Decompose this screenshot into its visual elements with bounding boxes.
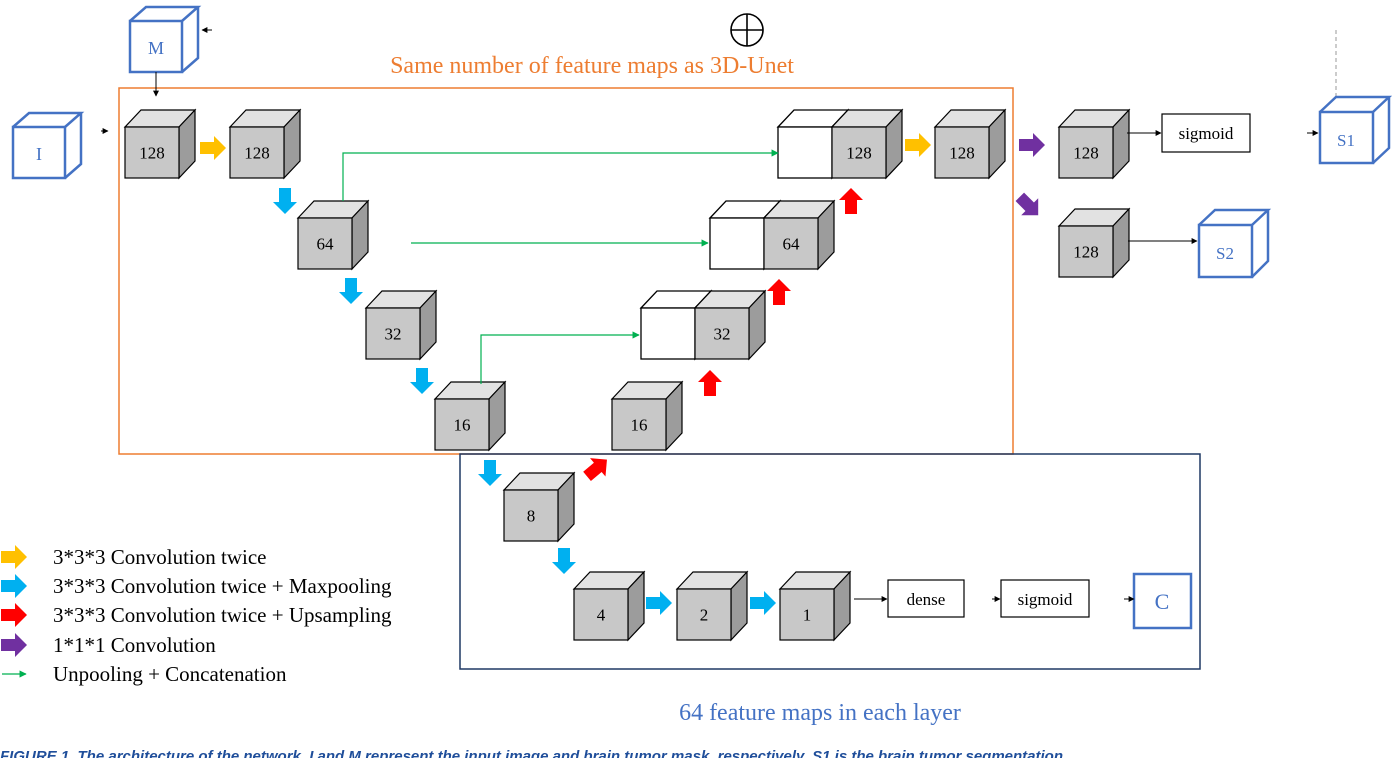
cube-label: 128 <box>1073 243 1099 262</box>
svg-text:I: I <box>36 144 42 164</box>
legend-label: Unpooling + Concatenation <box>53 662 287 686</box>
sigmoid-c-box: sigmoid <box>1000 579 1090 618</box>
cyan-arrow-icon <box>410 368 434 394</box>
output-s2-cube: S2 <box>1197 208 1272 279</box>
feature-map-cube: 128 <box>123 108 197 180</box>
legend-label: 1*1*1 Convolution <box>53 633 216 657</box>
plus-circle-icon <box>730 13 764 47</box>
purple-arrow-icon <box>1019 133 1045 157</box>
cube-label: 16 <box>631 416 648 435</box>
cube-label: 128 <box>139 144 165 163</box>
feature-map-cube: 128 <box>228 108 302 180</box>
cube-label: 1 <box>803 606 812 625</box>
cube-label: 128 <box>1073 144 1099 163</box>
unet-title: Same number of feature maps as 3D-Unet <box>390 53 794 79</box>
purple-arrow-icon <box>1 633 27 657</box>
feature-map-cube: 64 <box>762 199 836 271</box>
output-s1-cube: S1 <box>1318 95 1392 165</box>
feature-map-cube: 1 <box>778 570 852 642</box>
cyan-arrow-icon <box>339 278 363 304</box>
feature-map-cube: 8 <box>502 471 576 543</box>
cyan-arrow-icon <box>1 574 27 598</box>
cube-label: 8 <box>527 507 536 526</box>
figure-caption: FIGURE 1. The architecture of the networ… <box>0 748 1064 758</box>
svg-text:M: M <box>148 38 164 58</box>
cube-label: 4 <box>597 606 606 625</box>
connectors <box>101 27 1319 602</box>
legend-label: 3*3*3 Convolution twice + Upsampling <box>53 603 392 627</box>
cube-label: 128 <box>244 144 270 163</box>
red-arrow-icon <box>839 188 863 214</box>
cyan-arrow-icon <box>646 591 672 615</box>
classifier-region-box <box>459 453 1201 670</box>
cube-label: 32 <box>385 325 402 344</box>
feature-map-cube: 2 <box>675 570 749 642</box>
yellow-arrow-icon <box>905 133 931 157</box>
skip-connections <box>342 149 779 384</box>
feature-map-cube: 32 <box>364 289 438 361</box>
cube-label: 128 <box>846 144 872 163</box>
feature-map-cube: 128 <box>1057 108 1131 180</box>
svg-text:sigmoid: sigmoid <box>1018 590 1073 609</box>
network-diagram: Same number of feature maps as 3D-Unet 6… <box>1 5 1392 726</box>
input-i-cube: I <box>11 111 85 180</box>
cyan-arrow-icon <box>750 591 776 615</box>
legend-label: 3*3*3 Convolution twice + Maxpooling <box>53 574 392 598</box>
cube-label: 32 <box>714 325 731 344</box>
legend: 3*3*3 Convolution twice 3*3*3 Convolution… <box>1 545 392 686</box>
dense-box: dense <box>887 579 965 618</box>
svg-text:S2: S2 <box>1216 244 1234 263</box>
svg-text:dense: dense <box>907 590 946 609</box>
cube-label: 16 <box>454 416 471 435</box>
legend-label: 3*3*3 Convolution twice <box>53 545 267 569</box>
svg-text:S1: S1 <box>1337 131 1355 150</box>
cyan-arrow-icon <box>478 460 502 486</box>
feature-map-cube: 128 <box>933 108 1007 180</box>
cyan-arrow-icon <box>273 188 297 214</box>
yellow-arrow-icon <box>200 136 226 160</box>
cube-label: 64 <box>317 235 335 254</box>
cube-label: 64 <box>783 235 801 254</box>
purple-arrow-icon <box>1015 192 1039 216</box>
feature-map-cube: 128 <box>830 108 904 180</box>
red-arrow-icon <box>767 279 791 305</box>
sigmoid-s1-box: sigmoid <box>1161 113 1251 153</box>
feature-map-cube: 16 <box>433 380 507 452</box>
feature-map-cube: 4 <box>572 570 646 642</box>
bottom-title: 64 feature maps in each layer <box>679 700 961 726</box>
cyan-arrow-icon <box>552 548 576 574</box>
red-arrow-icon <box>583 458 607 481</box>
cube-label: 128 <box>949 144 975 163</box>
red-arrow-icon <box>698 370 722 396</box>
cube-label: 2 <box>700 606 709 625</box>
output-c-label: C <box>1155 589 1170 614</box>
feature-map-cube: 128 <box>1057 207 1131 279</box>
feature-map-cube: 16 <box>610 380 684 452</box>
svg-text:sigmoid: sigmoid <box>1179 124 1234 143</box>
feature-map-cube: 64 <box>296 199 370 271</box>
yellow-arrow-icon <box>1 545 27 569</box>
red-arrow-icon <box>1 603 27 627</box>
input-m-cube: M <box>128 5 202 74</box>
feature-map-cube: 32 <box>693 289 767 361</box>
